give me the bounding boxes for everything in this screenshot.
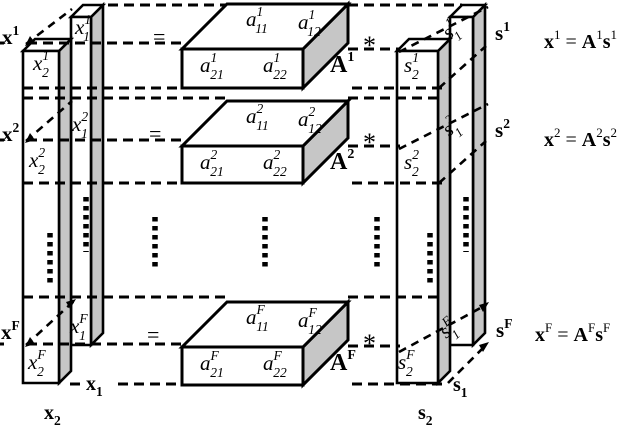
matrix-A-label-row2: A2: [330, 147, 354, 175]
equation-row2: x2 = A2s2: [544, 125, 617, 151]
mixing-matrix-boxes: [178, 0, 352, 389]
dashed-line-row2-mid: [0, 138, 400, 148]
equals-sign-row1: =: [153, 24, 165, 49]
bottom-axis-labels: x1 x2 s1 s2: [44, 373, 468, 426]
equals-sign-rowF: =: [147, 322, 159, 347]
arrowhead-row1-left: [25, 36, 35, 46]
arrowhead-rowF-left-top: [66, 299, 76, 309]
arrowhead-rowF-right-bottom: [479, 342, 489, 352]
s-vector-label-rowF: sF: [496, 316, 512, 342]
s-vector-label-row1: s1: [495, 19, 510, 45]
axis-label-x2: x2: [44, 402, 61, 426]
row2-left-diagonal: [25, 100, 73, 142]
arrowhead-row2-left: [25, 133, 35, 143]
equation-row1: x1 = A1s1: [544, 27, 617, 53]
A2-box-front-face: [180, 144, 305, 185]
arrowhead-rowF-left: [25, 337, 35, 347]
row1-right-top-diagonal: [398, 5, 489, 54]
x-vector-label-row1: x1: [2, 23, 20, 49]
row2-right-bottom-diagonal: [438, 140, 487, 184]
AF-box-front-face: [180, 345, 305, 387]
matrix-A-label-row1: A1: [330, 50, 354, 78]
vertical-ellipsis-dots: [47, 197, 469, 287]
axis-label-s2: s2: [418, 402, 433, 426]
A1-box-front-face: [180, 47, 305, 90]
axis-label-s1: s1: [453, 374, 468, 400]
arrowhead-rowF-right-top: [479, 302, 489, 312]
dashed-line-row1-mid: [0, 41, 400, 51]
dashed-line-rowF-mid: [0, 342, 400, 348]
convolution-star-row2: *: [363, 128, 376, 157]
convolution-star-row1: *: [363, 31, 376, 60]
s-vector-label-row2: s2: [495, 116, 510, 142]
x1-column-side-face: [89, 1, 105, 349]
s2-column-front-face: [395, 49, 440, 385]
x2-column-front-face: [21, 49, 61, 385]
row1-right-bottom-diagonal: [438, 45, 487, 89]
x-vector-label-rowF: xF: [1, 318, 20, 344]
dashed-section-lines: [0, 3, 462, 386]
rowF-right-top-diagonal: [398, 303, 487, 354]
matrix-A-label-rowF: AF: [330, 348, 356, 376]
dashed-depth-diagonals: [25, 5, 489, 384]
equation-rowF: xF = AFsF: [535, 320, 610, 346]
x-vector-label-row2: x2: [2, 120, 20, 146]
equals-sign-row2: =: [149, 121, 161, 146]
convolution-star-rowF: *: [363, 329, 376, 358]
row1-left-diagonal: [25, 7, 73, 46]
axis-label-x1: x1: [86, 373, 103, 399]
row2-right-top-diagonal: [398, 102, 489, 151]
rowF-right-bottom-diagonal: [447, 344, 487, 384]
rowF-left-diagonal: [25, 300, 75, 346]
